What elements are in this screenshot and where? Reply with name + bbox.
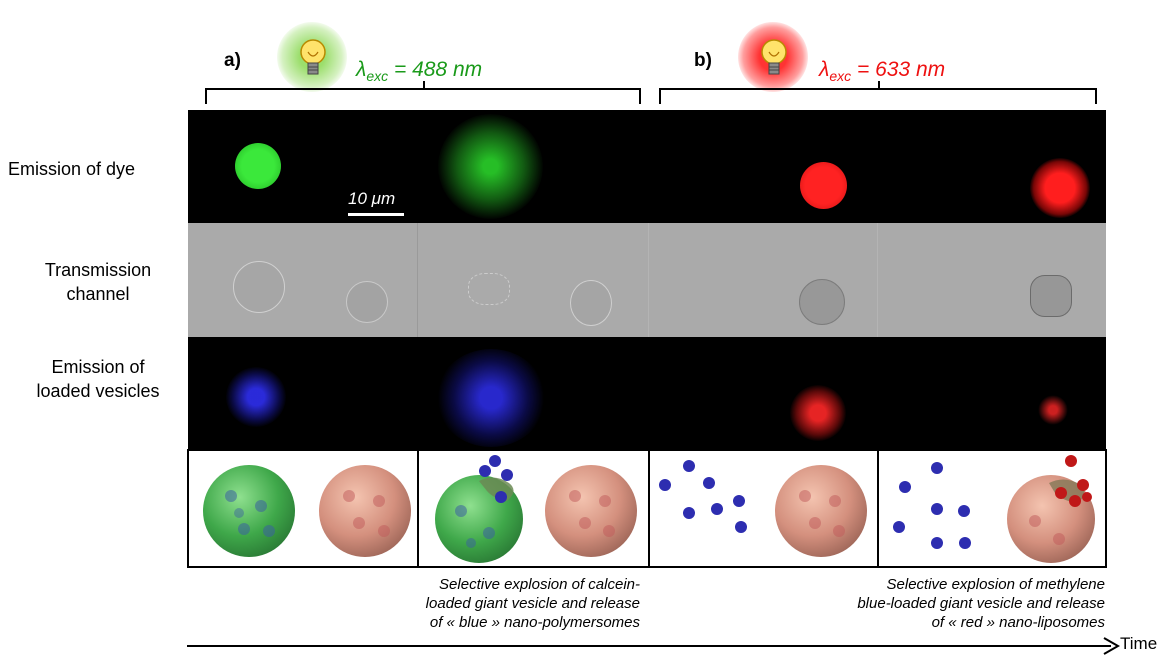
lambda-subscript: exc — [366, 68, 389, 85]
transmission-strip — [188, 223, 1106, 337]
emission-dye-strip: 10 μm — [188, 110, 1106, 223]
lambda-value: = 488 nm — [388, 58, 483, 81]
tile-separator — [877, 451, 879, 568]
schematic-strip — [187, 449, 1107, 568]
lambda-value: = 633 nm — [851, 58, 946, 81]
panel-a-label: a) — [224, 50, 241, 71]
arrow-right-icon — [1103, 637, 1120, 655]
row-label-emission-dye: Emission of dye — [8, 159, 136, 179]
tile-separator — [648, 451, 650, 568]
blue-vesicle-signal — [226, 367, 286, 427]
panel-a-wavelength: λexc = 488 nm — [356, 58, 482, 84]
tile-separator — [417, 451, 419, 568]
red-vesicle-signal-released — [1038, 395, 1068, 425]
ghost-vesicle — [799, 279, 845, 325]
row-label-loaded-vesicles: Emission of loaded vesicles — [36, 357, 160, 401]
loaded-vesicles-strip — [188, 337, 1106, 449]
red-vesicle-exploded — [1030, 158, 1090, 218]
caption-b: Selective explosion of methylene blue-lo… — [857, 576, 1105, 631]
green-vesicle-exploded — [438, 114, 543, 219]
scale-bar — [348, 213, 404, 216]
red-vesicle-signal — [790, 385, 846, 441]
tile-divider — [877, 223, 878, 337]
scale-bar-label: 10 μm — [348, 189, 396, 208]
panel-a-bracket — [205, 81, 641, 104]
panel-b-label: b) — [694, 50, 712, 71]
debris — [468, 273, 510, 305]
caption-a: Selective explosion of calcein- loaded g… — [425, 576, 640, 631]
row-label-transmission: Transmission channel — [44, 260, 152, 304]
tile-divider — [648, 223, 649, 337]
debris — [1030, 275, 1072, 317]
lightbulb-icon — [300, 39, 326, 75]
green-vesicle-intact — [235, 143, 281, 189]
lightbulb-icon — [761, 39, 787, 75]
blue-vesicle-signal-released — [436, 349, 546, 447]
schematic-drawing — [203, 455, 1095, 563]
ghost-vesicle — [570, 280, 612, 326]
lambda-symbol: λ — [819, 58, 830, 81]
panel-b-bracket — [659, 81, 1097, 104]
lambda-symbol: λ — [356, 58, 367, 81]
panel-b-wavelength: λexc = 633 nm — [819, 58, 945, 84]
red-vesicle-intact — [800, 162, 847, 209]
lambda-subscript: exc — [829, 68, 852, 85]
time-axis-line — [187, 645, 1111, 647]
ghost-vesicle — [233, 261, 285, 313]
time-label: Time — [1120, 634, 1158, 653]
ghost-vesicle — [346, 281, 388, 323]
tile-divider — [417, 223, 418, 337]
